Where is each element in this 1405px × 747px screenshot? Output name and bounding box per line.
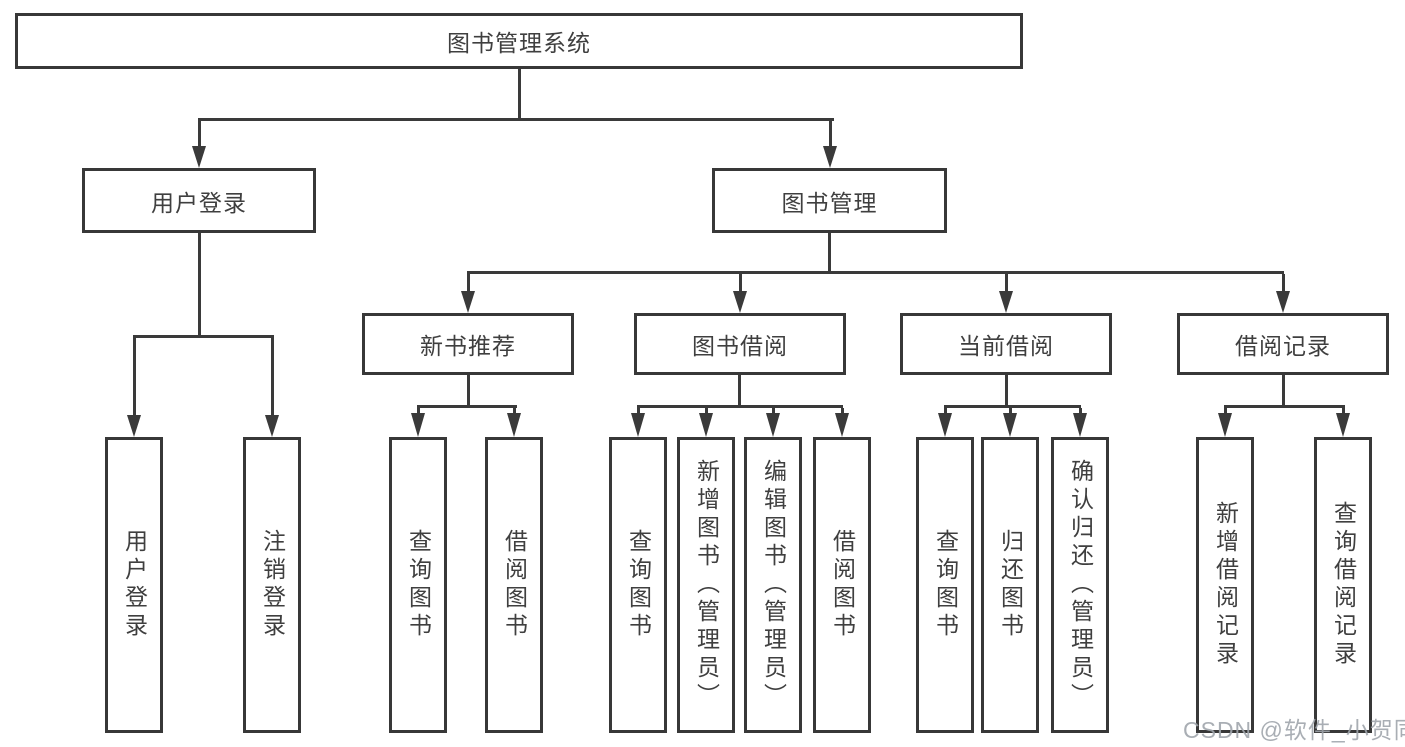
arrow-down-icon xyxy=(733,291,747,313)
node-label: 新书推荐 xyxy=(420,333,516,359)
arrow-down-icon xyxy=(631,413,645,437)
leaf-logout: 注销登录 xyxy=(243,437,301,733)
arrow-down-icon xyxy=(938,413,952,437)
arrow-down-icon xyxy=(1218,413,1232,437)
node-label: 查询图书 xyxy=(932,529,959,641)
connector-root-stem xyxy=(518,69,521,118)
arrow-down-icon xyxy=(192,146,206,168)
node-label: 用户登录 xyxy=(151,189,247,216)
leaf-query-books-recommend: 查询图书 xyxy=(389,437,447,733)
connector-book-mgmt-stem xyxy=(828,233,831,273)
connector-drop-current xyxy=(1005,274,1008,291)
connector-groupE-rail xyxy=(1224,405,1345,408)
connector-level3-rail xyxy=(467,271,1284,274)
node-user-login: 用户登录 xyxy=(82,168,316,233)
connector-drop xyxy=(1009,408,1012,415)
connector-drop xyxy=(705,408,708,415)
node-book-borrowing: 图书借阅 xyxy=(634,313,846,375)
connector-drop xyxy=(417,408,420,415)
arrow-down-icon xyxy=(1073,413,1087,437)
node-new-book-recommend: 新书推荐 xyxy=(362,313,574,375)
arrow-down-icon xyxy=(699,413,713,437)
connector-drop xyxy=(513,408,516,415)
node-label: 查询借阅记录 xyxy=(1330,501,1357,669)
connector-groupC-rail xyxy=(637,405,843,408)
connector-drop xyxy=(841,408,844,415)
connector-drop xyxy=(944,408,947,415)
node-borrow-records: 借阅记录 xyxy=(1177,313,1389,375)
node-root-library-system: 图书管理系统 xyxy=(15,13,1023,69)
connector-groupB-rail xyxy=(417,405,517,408)
node-current-borrowing: 当前借阅 xyxy=(900,313,1112,375)
leaf-borrow-books-recommend: 借阅图书 xyxy=(485,437,543,733)
arrow-down-icon xyxy=(1336,413,1350,437)
node-label: 新增图书（管理员） xyxy=(693,459,720,711)
leaf-borrow-books: 借阅图书 xyxy=(813,437,871,733)
connector-drop xyxy=(1079,408,1082,415)
node-label: 确认归还（管理员） xyxy=(1067,459,1094,711)
connector-drop-login-leaf xyxy=(133,338,136,415)
arrow-down-icon xyxy=(411,413,425,437)
arrow-down-icon xyxy=(999,291,1013,313)
connector-groupD-rail xyxy=(944,405,1081,408)
connector-drop xyxy=(1224,408,1227,415)
connector-groupD-stem xyxy=(1005,375,1008,407)
node-book-management: 图书管理 xyxy=(712,168,947,233)
connector-drop-user-login xyxy=(198,121,201,148)
node-label: 新增借阅记录 xyxy=(1212,501,1239,669)
connector-groupB-stem xyxy=(467,375,470,407)
arrow-down-icon xyxy=(507,413,521,437)
connector-drop xyxy=(772,408,775,415)
leaf-user-login: 用户登录 xyxy=(105,437,163,733)
node-label: 用户登录 xyxy=(121,529,148,641)
node-label: 注销登录 xyxy=(259,529,286,641)
node-label: 编辑图书（管理员） xyxy=(760,459,787,711)
connector-groupE-stem xyxy=(1282,375,1285,407)
node-label: 图书借阅 xyxy=(692,333,788,359)
leaf-edit-books-admin: 编辑图书（管理员） xyxy=(744,437,802,733)
connector-drop-new-books xyxy=(467,274,470,291)
leaf-return-books: 归还图书 xyxy=(981,437,1039,733)
arrow-down-icon xyxy=(265,415,279,437)
connector-drop-book-mgmt xyxy=(829,121,832,148)
arrow-down-icon xyxy=(835,413,849,437)
arrow-down-icon xyxy=(766,413,780,437)
node-label: 借阅图书 xyxy=(501,529,528,641)
leaf-query-books-borrowing: 查询图书 xyxy=(609,437,667,733)
connector-drop xyxy=(1342,408,1345,415)
leaf-confirm-return-admin: 确认归还（管理员） xyxy=(1051,437,1109,733)
node-label: 当前借阅 xyxy=(958,333,1054,359)
arrow-down-icon xyxy=(1003,413,1017,437)
node-label: 图书管理系统 xyxy=(447,30,591,56)
connector-user-login-stem xyxy=(198,233,201,335)
connector-drop xyxy=(637,408,640,415)
arrow-down-icon xyxy=(823,146,837,168)
node-label: 借阅图书 xyxy=(829,529,856,641)
csdn-watermark: CSDN @软件_小贺同学 xyxy=(1183,717,1405,743)
connector-drop-logout-leaf xyxy=(271,338,274,415)
leaf-query-borrow-record: 查询借阅记录 xyxy=(1314,437,1372,733)
node-label: 图书管理 xyxy=(781,189,878,216)
connector-drop-records xyxy=(1282,274,1285,291)
node-label: 查询图书 xyxy=(625,529,652,641)
arrow-down-icon xyxy=(461,291,475,313)
arrow-down-icon xyxy=(127,415,141,437)
leaf-query-books-current: 查询图书 xyxy=(916,437,974,733)
connector-drop-borrowing xyxy=(739,274,742,291)
connector-user-login-rail xyxy=(133,335,274,338)
connector-level2-rail xyxy=(198,118,834,121)
node-label: 查询图书 xyxy=(405,529,432,641)
node-label: 归还图书 xyxy=(997,529,1024,641)
leaf-add-borrow-record: 新增借阅记录 xyxy=(1196,437,1254,733)
arrow-down-icon xyxy=(1276,291,1290,313)
node-label: 借阅记录 xyxy=(1235,333,1331,359)
leaf-add-books-admin: 新增图书（管理员） xyxy=(677,437,735,733)
connector-groupC-stem xyxy=(738,375,741,407)
